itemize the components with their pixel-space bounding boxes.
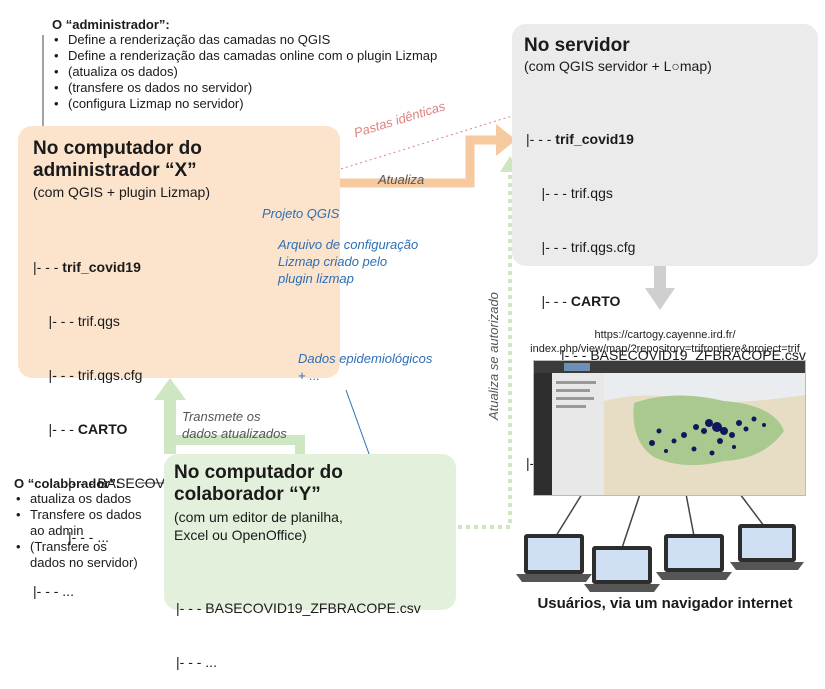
map-url: https://cartogy.cayenne.ird.fr/ index.ph… xyxy=(512,328,818,356)
laptop-icon xyxy=(730,524,804,570)
laptop-icons-layer xyxy=(516,524,804,592)
transmete-label-line: Transmete os xyxy=(182,409,261,424)
tree-row: |- - - trif_covid19 xyxy=(526,131,634,147)
collab-note-item: atualiza os dados xyxy=(14,491,144,507)
admin-note-title: O “administrador”: xyxy=(52,17,170,32)
server-box-title: No servidor xyxy=(524,35,630,56)
admin-note-item: Define a renderização das camadas no QGI… xyxy=(52,32,512,48)
admin-computer-box xyxy=(18,126,340,378)
laptop-icon xyxy=(516,534,592,582)
config-label-line: Lizmap criado pelo xyxy=(278,254,388,269)
atualiza-se-autorizado-arrow xyxy=(458,168,512,529)
collab-file-tree: |- - - BASECOVID19_ZFBRACOPE.csv |- - - … xyxy=(176,563,421,689)
tree-row: |- - - trif.qgs.cfg xyxy=(526,239,636,255)
admin-note-item: (transfere os dados no servidor) xyxy=(52,80,512,96)
admin-note-item: (atualiza os dados) xyxy=(52,64,512,80)
map-url-line: https://cartogy.cayenne.ird.fr/ xyxy=(594,329,736,341)
collab-box-title: No computador do colaborador “Y” xyxy=(174,462,343,506)
server-down-arrow-shaft xyxy=(654,266,666,288)
laptop-connectors xyxy=(555,493,765,549)
tree-row: |- - - trif.qgs xyxy=(33,313,120,329)
map-url-line: index.php/view/map/?repository=trifronti… xyxy=(530,343,800,355)
transmete-label-line: dados atualizados xyxy=(182,426,287,441)
admin-box-title: No computador do administrador “X” xyxy=(33,138,202,182)
collab-box-subtitle-line: (com um editor de planilha, xyxy=(174,509,343,525)
server-box xyxy=(512,24,818,266)
laptop-icon xyxy=(656,534,732,580)
laptop-icon xyxy=(584,546,660,592)
tree-row: |- - - trif_covid19 xyxy=(33,259,141,275)
tree-row: |- - - trif.qgs xyxy=(526,185,613,201)
config-label: Arquivo de configuração Lizmap criado pe… xyxy=(278,236,418,287)
transmete-label: Transmete os dados atualizados xyxy=(182,408,287,442)
config-label-line: plugin lizmap xyxy=(278,271,354,286)
web-map-screenshot xyxy=(533,360,806,496)
collab-computer-box xyxy=(164,454,456,610)
admin-note-item: (configura Lizmap no servidor) xyxy=(52,96,512,112)
admin-note-item: Define a renderização das camadas online… xyxy=(52,48,512,64)
transmete-arrow-elbow xyxy=(165,435,305,456)
config-label-line: Arquivo de configuração xyxy=(278,237,419,252)
tree-row: |- - - CARTO xyxy=(526,293,621,309)
projeto-qgis-label: Projeto QGIS xyxy=(262,206,340,221)
admin-box-subtitle: (com QGIS + plugin Lizmap) xyxy=(33,184,211,200)
tree-row: |- - - BASECOVID19_ZFBRACOPE.csv xyxy=(176,600,421,616)
collab-box-subtitle-line: Excel ou OpenOffice) xyxy=(174,527,307,543)
admin-note: O “administrador”: Define a renderização… xyxy=(52,17,512,112)
tree-row: |- - - ... xyxy=(176,654,217,670)
transmete-arrow-head xyxy=(154,378,186,400)
tree-row: |- - - CARTO xyxy=(33,421,128,437)
admin-note-list: Define a renderização das camadas no QGI… xyxy=(52,32,512,112)
dados-label-line: + ... xyxy=(298,368,321,383)
tree-row: |- - - ... xyxy=(33,583,74,599)
collab-note-list: atualiza os dados Transfere os dados ao … xyxy=(14,491,144,571)
collab-box-subtitle: (com um editor de planilha, Excel ou Ope… xyxy=(174,508,343,544)
dados-label: Dados epidemiológicos + ... xyxy=(298,350,432,384)
collab-note-item: (Transfere os dados no servidor) xyxy=(14,539,144,571)
tree-row: |- - - BASECOVID19_ZFBRACOPE.csv xyxy=(526,347,806,363)
admin-box-title-line: No computador do xyxy=(33,138,202,159)
users-caption: Usuários, via um navigador internet xyxy=(537,595,793,612)
server-down-arrow-head xyxy=(645,288,675,310)
collab-note-item: Transfere os dados ao admin xyxy=(14,507,144,539)
collab-box-title-line: No computador do xyxy=(174,462,343,483)
atualiza-arrow-head xyxy=(496,124,516,156)
admin-box-title-line: administrador “X” xyxy=(33,160,197,181)
atualiza-label: Atualiza xyxy=(378,172,425,187)
collab-note-title: O “colaborador”: xyxy=(14,476,121,491)
dados-label-line: Dados epidemiológicos xyxy=(298,351,433,366)
server-box-subtitle: (com QGIS servidor + L○map) xyxy=(524,58,712,74)
tree-row: |- - - trif.qgs.cfg xyxy=(33,367,143,383)
web-map-image xyxy=(534,361,805,495)
collab-box-title-line: colaborador “Y” xyxy=(174,484,321,505)
atualiza-arrow xyxy=(340,135,500,188)
collab-note: O “colaborador”: atualiza os dados Trans… xyxy=(14,476,144,571)
